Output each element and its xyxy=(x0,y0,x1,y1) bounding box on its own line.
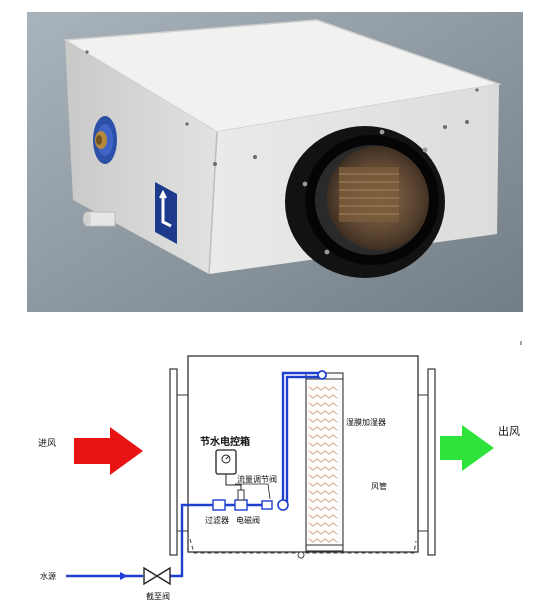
label-filter: 过滤器 xyxy=(205,515,229,525)
label-flow-valve: 流量调节阀 xyxy=(237,474,277,484)
product-photo xyxy=(27,12,523,312)
drain-tray xyxy=(189,538,417,554)
label-water-source: 水源 xyxy=(40,571,56,581)
label-solenoid-valve: 电磁阀 xyxy=(236,515,260,525)
direction-label-plate xyxy=(155,182,177,244)
flow-valve-component xyxy=(261,499,289,511)
wet-film-media xyxy=(305,372,344,552)
label-wet-film: 湿膜加湿器 xyxy=(346,417,386,427)
water-flow-arrow-icon xyxy=(120,572,128,580)
label-duct: 风管 xyxy=(371,481,387,491)
label-inlet-air: 进风 xyxy=(38,438,56,449)
bowtie-valve-icon xyxy=(143,566,171,586)
outlet-flange xyxy=(427,368,436,556)
box-top xyxy=(65,20,499,132)
drain-pipe xyxy=(83,211,116,227)
water-inlet-fitting xyxy=(93,116,117,164)
system-schematic: 进风 出风 节水电控箱 流量调节阀 过滤器 电磁阀 湿膜加湿器 风管 水源 截至… xyxy=(38,341,522,601)
inlet-flange xyxy=(169,368,178,556)
red-arrow-right-icon xyxy=(74,427,143,475)
filter-component xyxy=(212,499,226,511)
label-outlet-air: 出风 xyxy=(498,424,520,438)
control-box-icon xyxy=(215,449,242,490)
label-controller: 节水电控箱 xyxy=(200,435,250,448)
green-arrow-right-icon xyxy=(440,425,494,471)
duct-outlet xyxy=(285,126,445,278)
label-shutoff-valve: 截至阀 xyxy=(146,591,170,601)
